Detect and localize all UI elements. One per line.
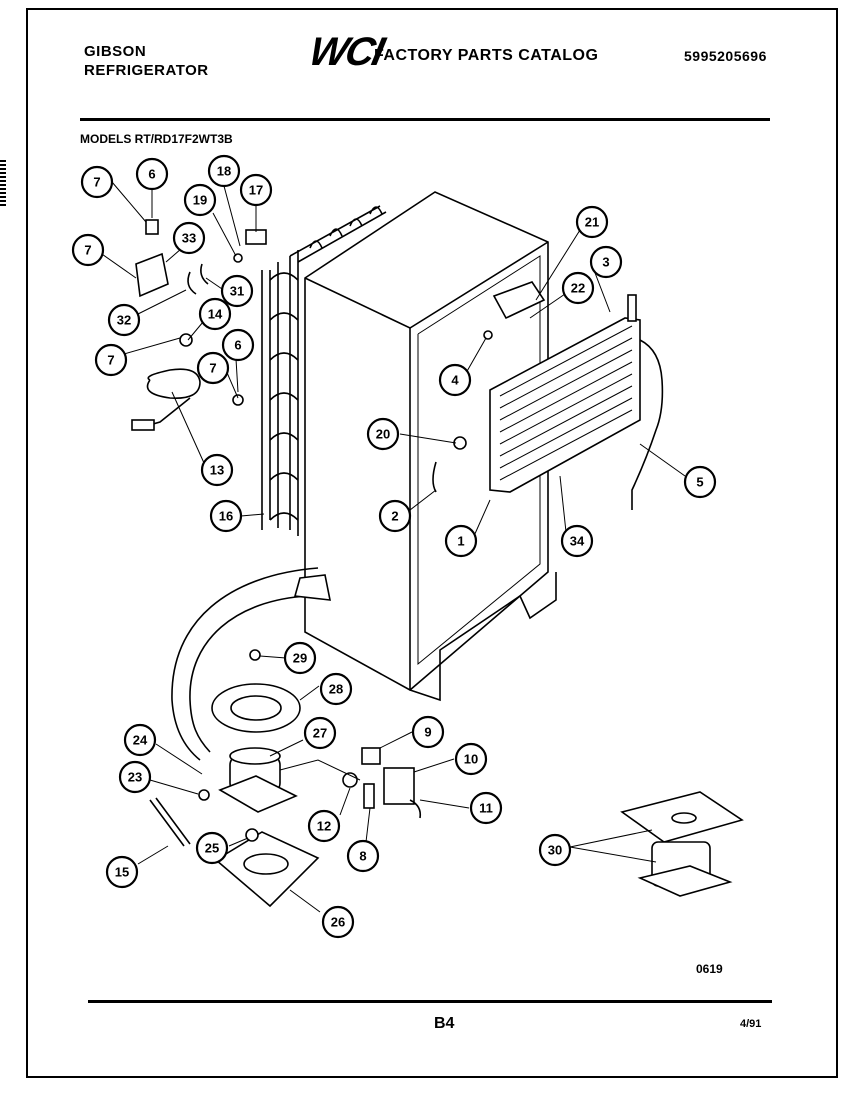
catalog-title: FACTORY PARTS CATALOG <box>374 47 599 64</box>
relay-overload <box>342 747 422 819</box>
svg-text:25: 25 <box>205 841 219 856</box>
callout-10: 10 <box>454 742 488 776</box>
svg-text:32: 32 <box>117 313 131 328</box>
drain-tube <box>171 567 331 761</box>
svg-text:12: 12 <box>317 819 331 834</box>
svg-text:7: 7 <box>84 243 91 258</box>
callout-26: 26 <box>321 905 355 939</box>
callout-2: 2 <box>378 499 412 533</box>
svg-text:13: 13 <box>210 463 224 478</box>
brand-block: GIBSON REFRIGERATOR <box>84 42 209 80</box>
svg-text:7: 7 <box>107 353 114 368</box>
svg-text:14: 14 <box>208 307 223 322</box>
svg-text:3: 3 <box>602 255 609 270</box>
brand-name: GIBSON <box>84 43 147 60</box>
svg-text:10: 10 <box>464 752 478 767</box>
callout-1: 1 <box>444 524 478 558</box>
svg-text:22: 22 <box>571 281 585 296</box>
svg-text:34: 34 <box>570 534 585 549</box>
callout-11: 11 <box>469 791 503 825</box>
svg-text:31: 31 <box>230 284 244 299</box>
callout-23: 23 <box>118 760 152 794</box>
callout-14: 14 <box>198 297 232 331</box>
product-type: REFRIGERATOR <box>84 62 209 79</box>
svg-text:4: 4 <box>451 373 459 388</box>
svg-text:27: 27 <box>313 726 327 741</box>
svg-text:5: 5 <box>696 475 703 490</box>
callout-7a: 7 <box>80 165 114 199</box>
svg-text:15: 15 <box>115 865 129 880</box>
svg-text:28: 28 <box>329 682 343 697</box>
compressor-assembly <box>149 649 320 908</box>
svg-text:8: 8 <box>359 849 366 864</box>
svg-text:7: 7 <box>93 175 100 190</box>
callout-34: 34 <box>560 524 594 558</box>
callout-7d: 7 <box>196 351 230 385</box>
callout-30: 30 <box>538 833 572 867</box>
callout-25: 25 <box>195 831 229 865</box>
callout-9: 9 <box>411 715 445 749</box>
callout-15: 15 <box>105 855 139 889</box>
callout-5: 5 <box>683 465 717 499</box>
header-rule <box>80 118 770 121</box>
callout-6a: 6 <box>135 157 169 191</box>
callout-31: 31 <box>220 274 254 308</box>
callout-28: 28 <box>319 672 353 706</box>
svg-text:7: 7 <box>209 361 216 376</box>
small-parts-top-left <box>131 219 546 493</box>
callout-22: 22 <box>561 271 595 305</box>
footer-rule <box>88 1000 772 1003</box>
svg-text:9: 9 <box>424 725 431 740</box>
callout-20: 20 <box>366 417 400 451</box>
page-number: B4 <box>434 1015 455 1032</box>
fan-motor <box>620 791 744 897</box>
callout-4: 4 <box>438 363 472 397</box>
callout-24: 24 <box>123 723 157 757</box>
svg-text:29: 29 <box>293 651 307 666</box>
models-label: MODELS RT/RD17F2WT3B <box>80 132 233 146</box>
svg-text:23: 23 <box>128 770 142 785</box>
evaporator <box>489 294 664 510</box>
page-edge-mark <box>0 160 6 208</box>
catalog-part-number: 5995205696 <box>684 48 767 64</box>
svg-text:19: 19 <box>193 193 207 208</box>
callout-18: 18 <box>207 154 241 188</box>
svg-text:24: 24 <box>133 733 148 748</box>
svg-text:11: 11 <box>479 801 493 816</box>
svg-text:1: 1 <box>457 534 464 549</box>
callout-32: 32 <box>107 303 141 337</box>
svg-text:18: 18 <box>217 164 231 179</box>
svg-text:26: 26 <box>331 915 345 930</box>
callout-3: 3 <box>589 245 623 279</box>
svg-text:30: 30 <box>548 843 562 858</box>
callout-6b: 6 <box>221 328 255 362</box>
callout-7c: 7 <box>94 343 128 377</box>
callout-27: 27 <box>303 716 337 750</box>
callout-7b: 7 <box>71 233 105 267</box>
svg-text:2: 2 <box>391 509 398 524</box>
callout-21: 21 <box>575 205 609 239</box>
callout-17: 17 <box>239 173 273 207</box>
cabinet <box>304 191 557 702</box>
leader-lines <box>98 181 686 913</box>
callout-8: 8 <box>346 839 380 873</box>
svg-text:20: 20 <box>376 427 390 442</box>
condenser-coil <box>261 205 387 536</box>
svg-text:33: 33 <box>182 231 196 246</box>
callout-29: 29 <box>283 641 317 675</box>
callout-33: 33 <box>172 221 206 255</box>
callout-13: 13 <box>200 453 234 487</box>
callout-12: 12 <box>307 809 341 843</box>
svg-text:6: 6 <box>148 167 155 182</box>
svg-text:6: 6 <box>234 338 241 353</box>
svg-text:17: 17 <box>249 183 263 198</box>
revision-date: 4/91 <box>740 1018 762 1030</box>
svg-text:16: 16 <box>219 509 233 524</box>
callout-19: 19 <box>183 183 217 217</box>
svg-text:21: 21 <box>585 215 599 230</box>
diagram-code: 0619 <box>696 962 723 976</box>
callout-16: 16 <box>209 499 243 533</box>
